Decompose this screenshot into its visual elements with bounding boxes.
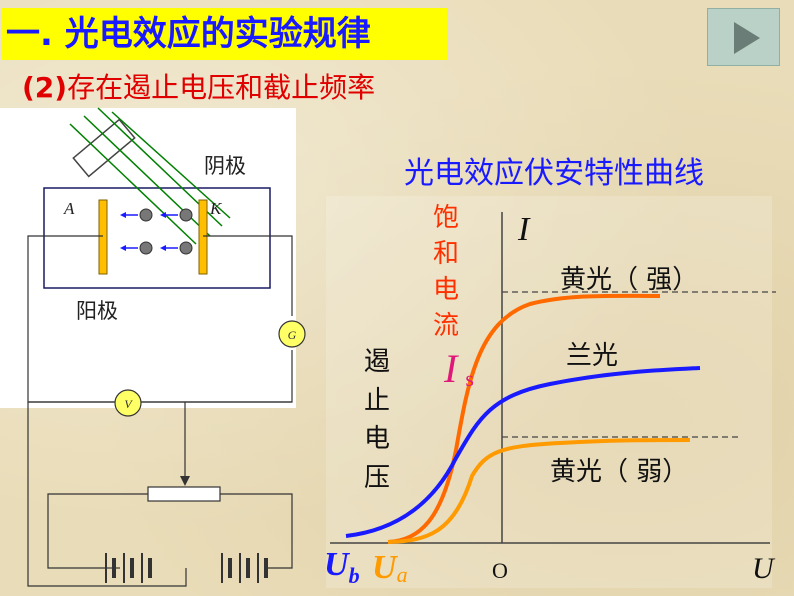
play-triangle-icon [734,22,760,54]
chart-title: 光电效应伏安特性曲线 [404,156,704,191]
series-label-yellow-strong: 黄光（ 强） [560,265,698,295]
saturation-label-4: 流 [433,311,459,341]
galvanometer [278,320,306,348]
electrons [120,208,193,255]
curve-yellow-weak [387,438,691,544]
subtitle-number: (2) [22,71,68,104]
rheostat[interactable] [147,486,221,502]
battery-right [221,553,268,583]
chart-plot-area [326,196,772,588]
curve-blue [345,366,701,538]
cathode-label: 阴极 [204,154,246,178]
series-label-blue: 兰光 [566,341,618,371]
origin-label: O [492,558,508,583]
stop-label-4: 压 [364,463,390,493]
circuit-panel [0,108,296,408]
voltmeter-label: V [124,397,133,411]
stop-label-3: 电 [364,424,390,454]
stop-label-2: 止 [364,386,390,416]
voltmeter [114,389,142,417]
anode-label: 阳极 [76,299,118,323]
subtitle-text: 存在遏止电压和截止频率 [67,71,376,104]
stop-label-1: 遏 [364,347,390,377]
battery-left [105,553,152,583]
cathode-plate [198,199,208,275]
circuit-wires [27,235,293,587]
slide-title: 一. 光电效应的实验规律 [2,8,447,60]
saturation-label-1: 饱 [433,203,459,233]
slide-subtitle: (2)存在遏止电压和截止频率 [22,66,375,106]
plate-a-label: A [63,199,75,218]
phototube [43,187,271,289]
next-slide-button[interactable] [707,8,780,66]
anode-plate [98,199,108,275]
slider-arrow [180,476,190,486]
series-label-yellow-weak: 黄光（ 弱） [550,457,688,487]
saturation-label-3: 电 [433,275,459,305]
ua-label: Ua [372,549,408,587]
saturation-label-2: 和 [433,239,459,269]
plate-k-label: K [209,199,223,218]
ub-label: Ub [324,546,360,588]
galvanometer-label: G [288,328,297,342]
x-axis-label: U [752,552,776,585]
curve-yellow-strong [387,293,661,544]
y-axis-label: I [517,211,531,248]
